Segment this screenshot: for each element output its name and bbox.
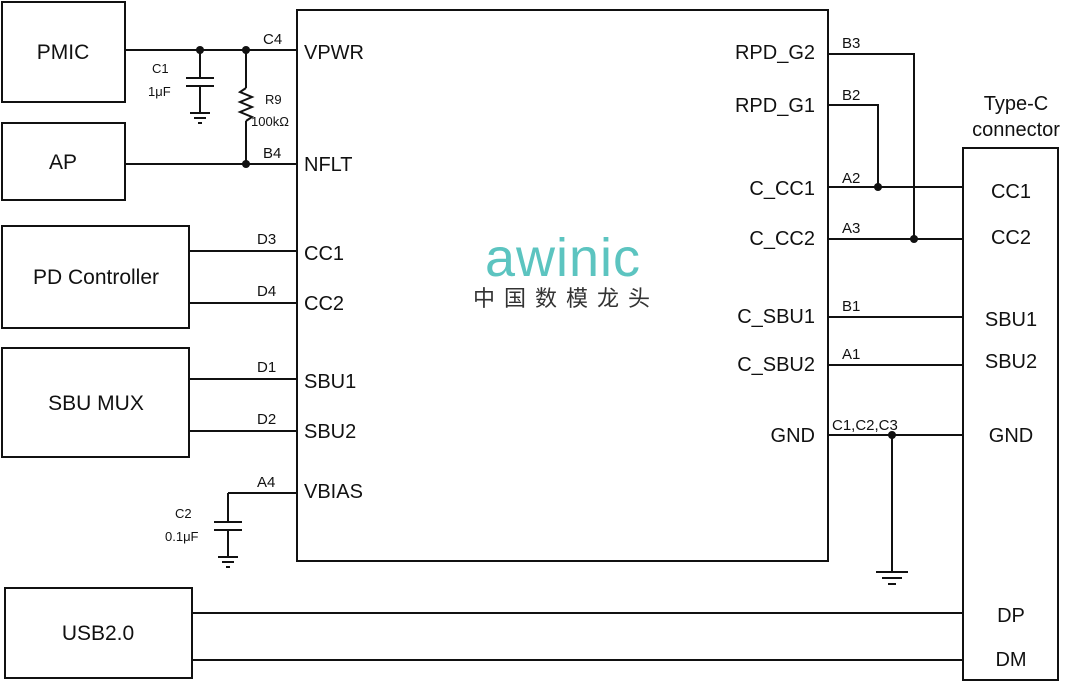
pin-rpd-g1: RPD_G1 (735, 95, 815, 117)
conn-pin-sbu2: SBU2 (985, 351, 1037, 373)
type-c-subtitle: connector (972, 119, 1060, 141)
ball-a2: A2 (842, 170, 860, 187)
ball-c1-c2-c3: C1,C2,C3 (832, 417, 898, 434)
left-wiring (125, 46, 297, 568)
pin-c-cc1: C_CC1 (749, 178, 815, 200)
awinic-logo-cn: 中国数模龙头 (473, 287, 659, 312)
pmic-block: PMIC (1, 1, 126, 103)
pd-controller-label: PD Controller (33, 266, 159, 289)
ball-a4: A4 (257, 474, 275, 491)
ball-d4: D4 (257, 283, 276, 300)
usb20-block: USB2.0 (4, 587, 193, 679)
ball-b1: B1 (842, 298, 860, 315)
ball-d2: D2 (257, 411, 276, 428)
pin-rpd-g2: RPD_G2 (735, 42, 815, 64)
conn-pin-cc2: CC2 (991, 227, 1031, 249)
pin-c-cc2: C_CC2 (749, 228, 815, 250)
ap-block: AP (1, 122, 126, 201)
ball-d1: D1 (257, 359, 276, 376)
ball-b2: B2 (842, 87, 860, 104)
pin-vpwr: VPWR (304, 42, 364, 64)
r9-value: 100kΩ (251, 114, 289, 129)
ball-c4: C4 (263, 31, 282, 48)
c2-ref: C2 (175, 506, 192, 521)
awinic-logo: awinic (485, 228, 641, 288)
ball-a1: A1 (842, 346, 860, 363)
pin-cc1: CC1 (304, 243, 344, 265)
pin-nflt: NFLT (304, 154, 353, 176)
ball-a3: A3 (842, 220, 860, 237)
conn-pin-cc1: CC1 (991, 181, 1031, 203)
pin-gnd: GND (771, 425, 815, 447)
ball-d3: D3 (257, 231, 276, 248)
ball-b3: B3 (842, 35, 860, 52)
pin-c-sbu1: C_SBU1 (737, 306, 815, 328)
c2-value: 0.1μF (165, 529, 199, 544)
sbu-mux-label: SBU MUX (48, 392, 144, 415)
ball-b4: B4 (263, 145, 281, 162)
conn-pin-gnd: GND (989, 425, 1033, 447)
switch-ic: awinic 中国数模龙头 (296, 9, 829, 562)
pd-controller-block: PD Controller (1, 225, 190, 329)
pmic-label: PMIC (37, 41, 90, 64)
conn-pin-sbu1: SBU1 (985, 309, 1037, 331)
type-c-title: Type-C (984, 93, 1048, 115)
pin-vbias: VBIAS (304, 481, 363, 503)
pin-cc2: CC2 (304, 293, 344, 315)
type-c-connector: Type-C connector CC1 CC2 SBU1 SBU2 GND D… (962, 93, 1060, 681)
usb20-label: USB2.0 (62, 622, 134, 645)
conn-pin-dp: DP (997, 605, 1025, 627)
conn-pin-dm: DM (995, 649, 1026, 671)
right-wiring (192, 53, 963, 661)
c1-ref: C1 (152, 61, 169, 76)
pin-sbu1: SBU1 (304, 371, 356, 393)
pin-sbu2: SBU2 (304, 421, 356, 443)
sbu-mux-block: SBU MUX (1, 347, 190, 458)
pin-c-sbu2: C_SBU2 (737, 354, 815, 376)
ap-label: AP (49, 151, 77, 174)
r9-ref: R9 (265, 92, 282, 107)
c1-value: 1μF (148, 84, 171, 99)
